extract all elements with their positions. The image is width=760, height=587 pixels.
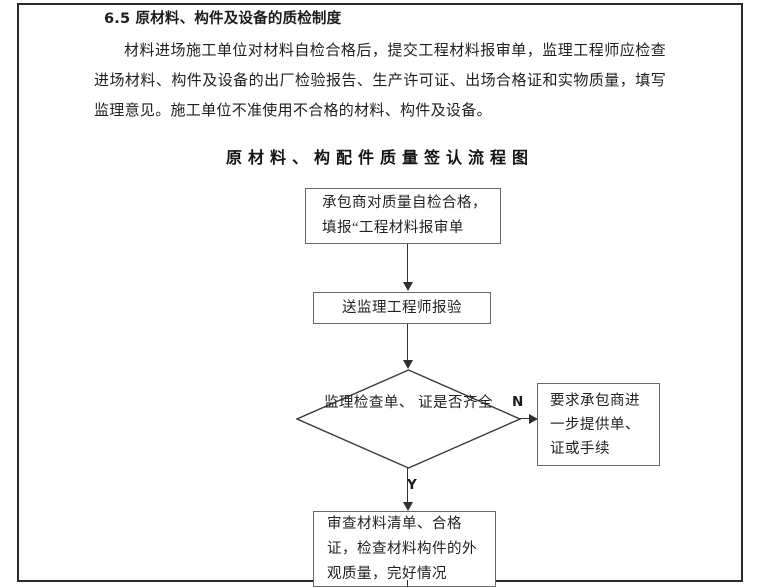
branch-label-yes: Y — [407, 477, 417, 493]
connector-node1-node2 — [407, 244, 409, 283]
flow-node-review-materials-list: 审查材料清单、合格 证，检查材料构件的外 观质量，完好情况 — [313, 511, 496, 587]
flow-node-line: 证，检查材料构件的外 — [327, 540, 477, 557]
flow-node-line: 一步提供单、 — [550, 416, 640, 433]
arrowhead-node2-decision — [403, 360, 413, 369]
flow-node-line: 证或手续 — [550, 440, 610, 457]
flow-node-line: 监理检查单、 — [323, 395, 414, 411]
flow-node-line: 证是否齐全 — [418, 395, 494, 411]
diamond-shape — [296, 369, 521, 469]
flow-node-line: 观质量，完好情况 — [327, 565, 447, 582]
flow-node-decision-documents-complete: 监理检查单、 证是否齐全 — [296, 369, 521, 469]
flow-node-line: 承包商对质量自检合格， — [322, 195, 487, 211]
decision-label: 监理检查单、 证是否齐全 — [296, 391, 521, 416]
page-border-top — [17, 3, 743, 5]
flow-node-line: 填报“工程材料报审单 — [322, 220, 464, 236]
connector-decision-yes — [407, 468, 409, 504]
arrowhead-decision-yes — [403, 502, 413, 511]
flow-node-request-more-documents: 要求承包商进 一步提供单、 证或手续 — [537, 383, 660, 466]
page-border-left — [17, 3, 19, 581]
flow-node-line: 要求承包商进 — [550, 392, 640, 409]
flow-node-line: 送监理工程师报验 — [342, 299, 462, 316]
flow-node-line: 审查材料清单、合格 — [327, 515, 462, 532]
branch-label-no: N — [512, 394, 524, 410]
flow-node-submit-to-supervisor: 送监理工程师报验 — [313, 292, 491, 324]
connector-node4-continuation — [407, 580, 409, 587]
arrowhead-decision-no — [529, 414, 538, 424]
connector-node2-decision — [407, 324, 409, 361]
arrowhead-node1-node2 — [403, 282, 413, 291]
flowchart-title: 原材料、构配件质量签认流程图 — [225, 148, 534, 167]
page-border-right — [741, 3, 743, 581]
section-heading: 6.5 原材料、构件及设备的质检制度 — [104, 11, 342, 27]
flow-node-contractor-self-inspection: 承包商对质量自检合格， 填报“工程材料报审单 — [305, 188, 501, 244]
body-paragraph: 材料进场施工单位对材料自检合格后，提交工程材料报审单，监理工程师应检查进场材料、… — [94, 43, 666, 119]
